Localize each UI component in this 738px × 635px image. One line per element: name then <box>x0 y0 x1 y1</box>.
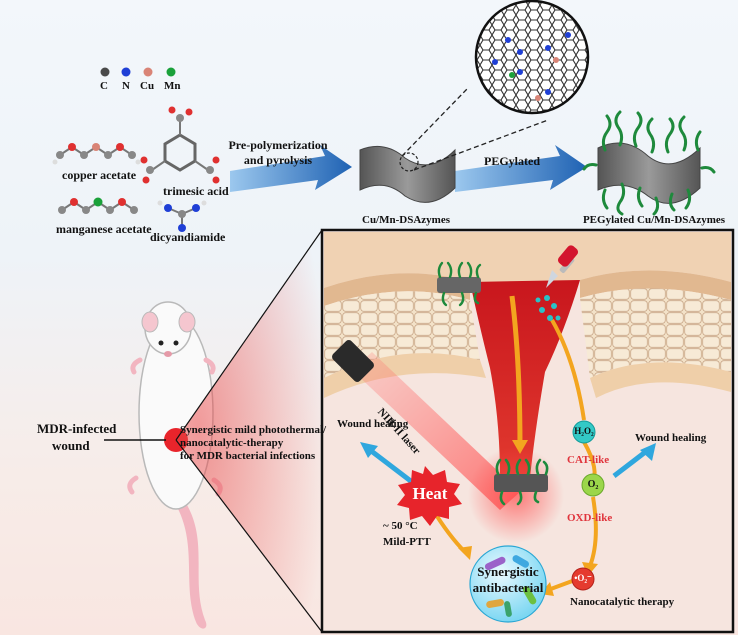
zoom-line-1 <box>401 87 469 157</box>
label-manganese-acetate: manganese acetate <box>56 222 152 236</box>
h2o2-bubble <box>572 420 596 444</box>
bacteria-bubble <box>469 545 547 623</box>
o2-bubble <box>581 473 605 497</box>
heat-to-bacteria-head <box>458 546 472 560</box>
label-dicyandiamide: dicyandiamide <box>150 230 226 244</box>
legend-label-mn: Mn <box>164 80 181 92</box>
label-step1b: and pyrolysis <box>243 153 313 167</box>
label-heat: Heat <box>412 484 448 503</box>
label-superoxide: •O₂⁻ <box>574 573 592 583</box>
wedge-line-bottom <box>175 439 323 633</box>
label-cat-like: CAT-like <box>567 454 610 466</box>
flow-arrow-h2o2 <box>550 319 586 421</box>
wedge-line-top <box>175 229 323 441</box>
label-temperature: ~ 50 °C <box>383 520 418 532</box>
label-antibacterial: antibacterial <box>472 580 544 595</box>
synthesis-arrow-2 <box>455 145 587 192</box>
zoom-wedge <box>176 230 322 632</box>
wound-healing-arrow-left-head <box>360 442 378 458</box>
label-step2: PEGylated <box>484 154 540 168</box>
heat-glow <box>468 447 564 543</box>
dicyandiamide-molecule <box>157 200 207 232</box>
label-nanocatalytic: Nanocatalytic therapy <box>570 596 675 608</box>
legend-label-n: N <box>122 80 130 92</box>
label-product1: Cu/Mn-DSAzymes <box>362 214 450 226</box>
legend-label-c: C <box>100 80 108 92</box>
label-therapy-1: Synergistic mild photothermal/ <box>180 424 327 436</box>
label-o2: O₂ <box>587 479 599 490</box>
legend-label-cu: Cu <box>140 80 155 92</box>
label-h2o2: H₂O₂ <box>574 426 594 436</box>
wound-healing-arrow-right-head <box>640 443 656 461</box>
wound-healing-arrow-left <box>368 448 414 484</box>
superoxide-bubble <box>571 567 595 591</box>
dsazyme-sheet <box>359 145 456 203</box>
heat-burst <box>397 466 462 526</box>
flow-arrow-wound <box>509 295 523 449</box>
label-therapy-2: nanocatalytic-therapy <box>180 437 284 449</box>
copper-acetate-molecule <box>52 143 141 165</box>
wound-healing-arrow-right <box>612 448 650 478</box>
label-therapy-3: for MDR bacterial infections <box>180 450 316 462</box>
label-trimesic-acid: trimesic acid <box>163 184 229 198</box>
dropper <box>535 245 579 321</box>
label-wound-healing-right: Wound healing <box>635 432 707 444</box>
trimesic-acid-molecule <box>140 106 220 184</box>
label-wound-healing-left: Wound healing <box>337 418 409 430</box>
to-antibacterial-arrow <box>547 578 576 592</box>
label-product2: PEGylated Cu/Mn-DSAzymes <box>582 214 726 226</box>
legend-atoms <box>100 67 176 77</box>
label-step1: Pre-polymerization <box>228 138 328 152</box>
oxd-like-curve <box>588 496 598 567</box>
label-copper-acetate: copper acetate <box>62 168 137 182</box>
label-wound: wound <box>52 438 90 453</box>
atomic-structure-zoom <box>474 0 590 115</box>
label-mdr-infected: MDR-infected <box>37 421 117 436</box>
manganese-acetate-molecule <box>58 197 138 214</box>
pegylated-sheet <box>582 110 716 216</box>
nanozyme-in-wound <box>494 458 549 506</box>
oxd-arrow-head <box>582 562 598 576</box>
label-oxd-like: OXD-like <box>567 512 613 524</box>
flow-arrow-wound-head <box>512 440 528 454</box>
label-synergistic: Synergistic <box>477 564 539 579</box>
synthesis-arrow-1 <box>230 145 352 192</box>
label-mild-ptt: Mild-PTT <box>383 536 431 548</box>
therapy-panel <box>320 228 735 634</box>
laser-device <box>332 340 374 382</box>
nanozyme-on-skin <box>437 261 482 307</box>
